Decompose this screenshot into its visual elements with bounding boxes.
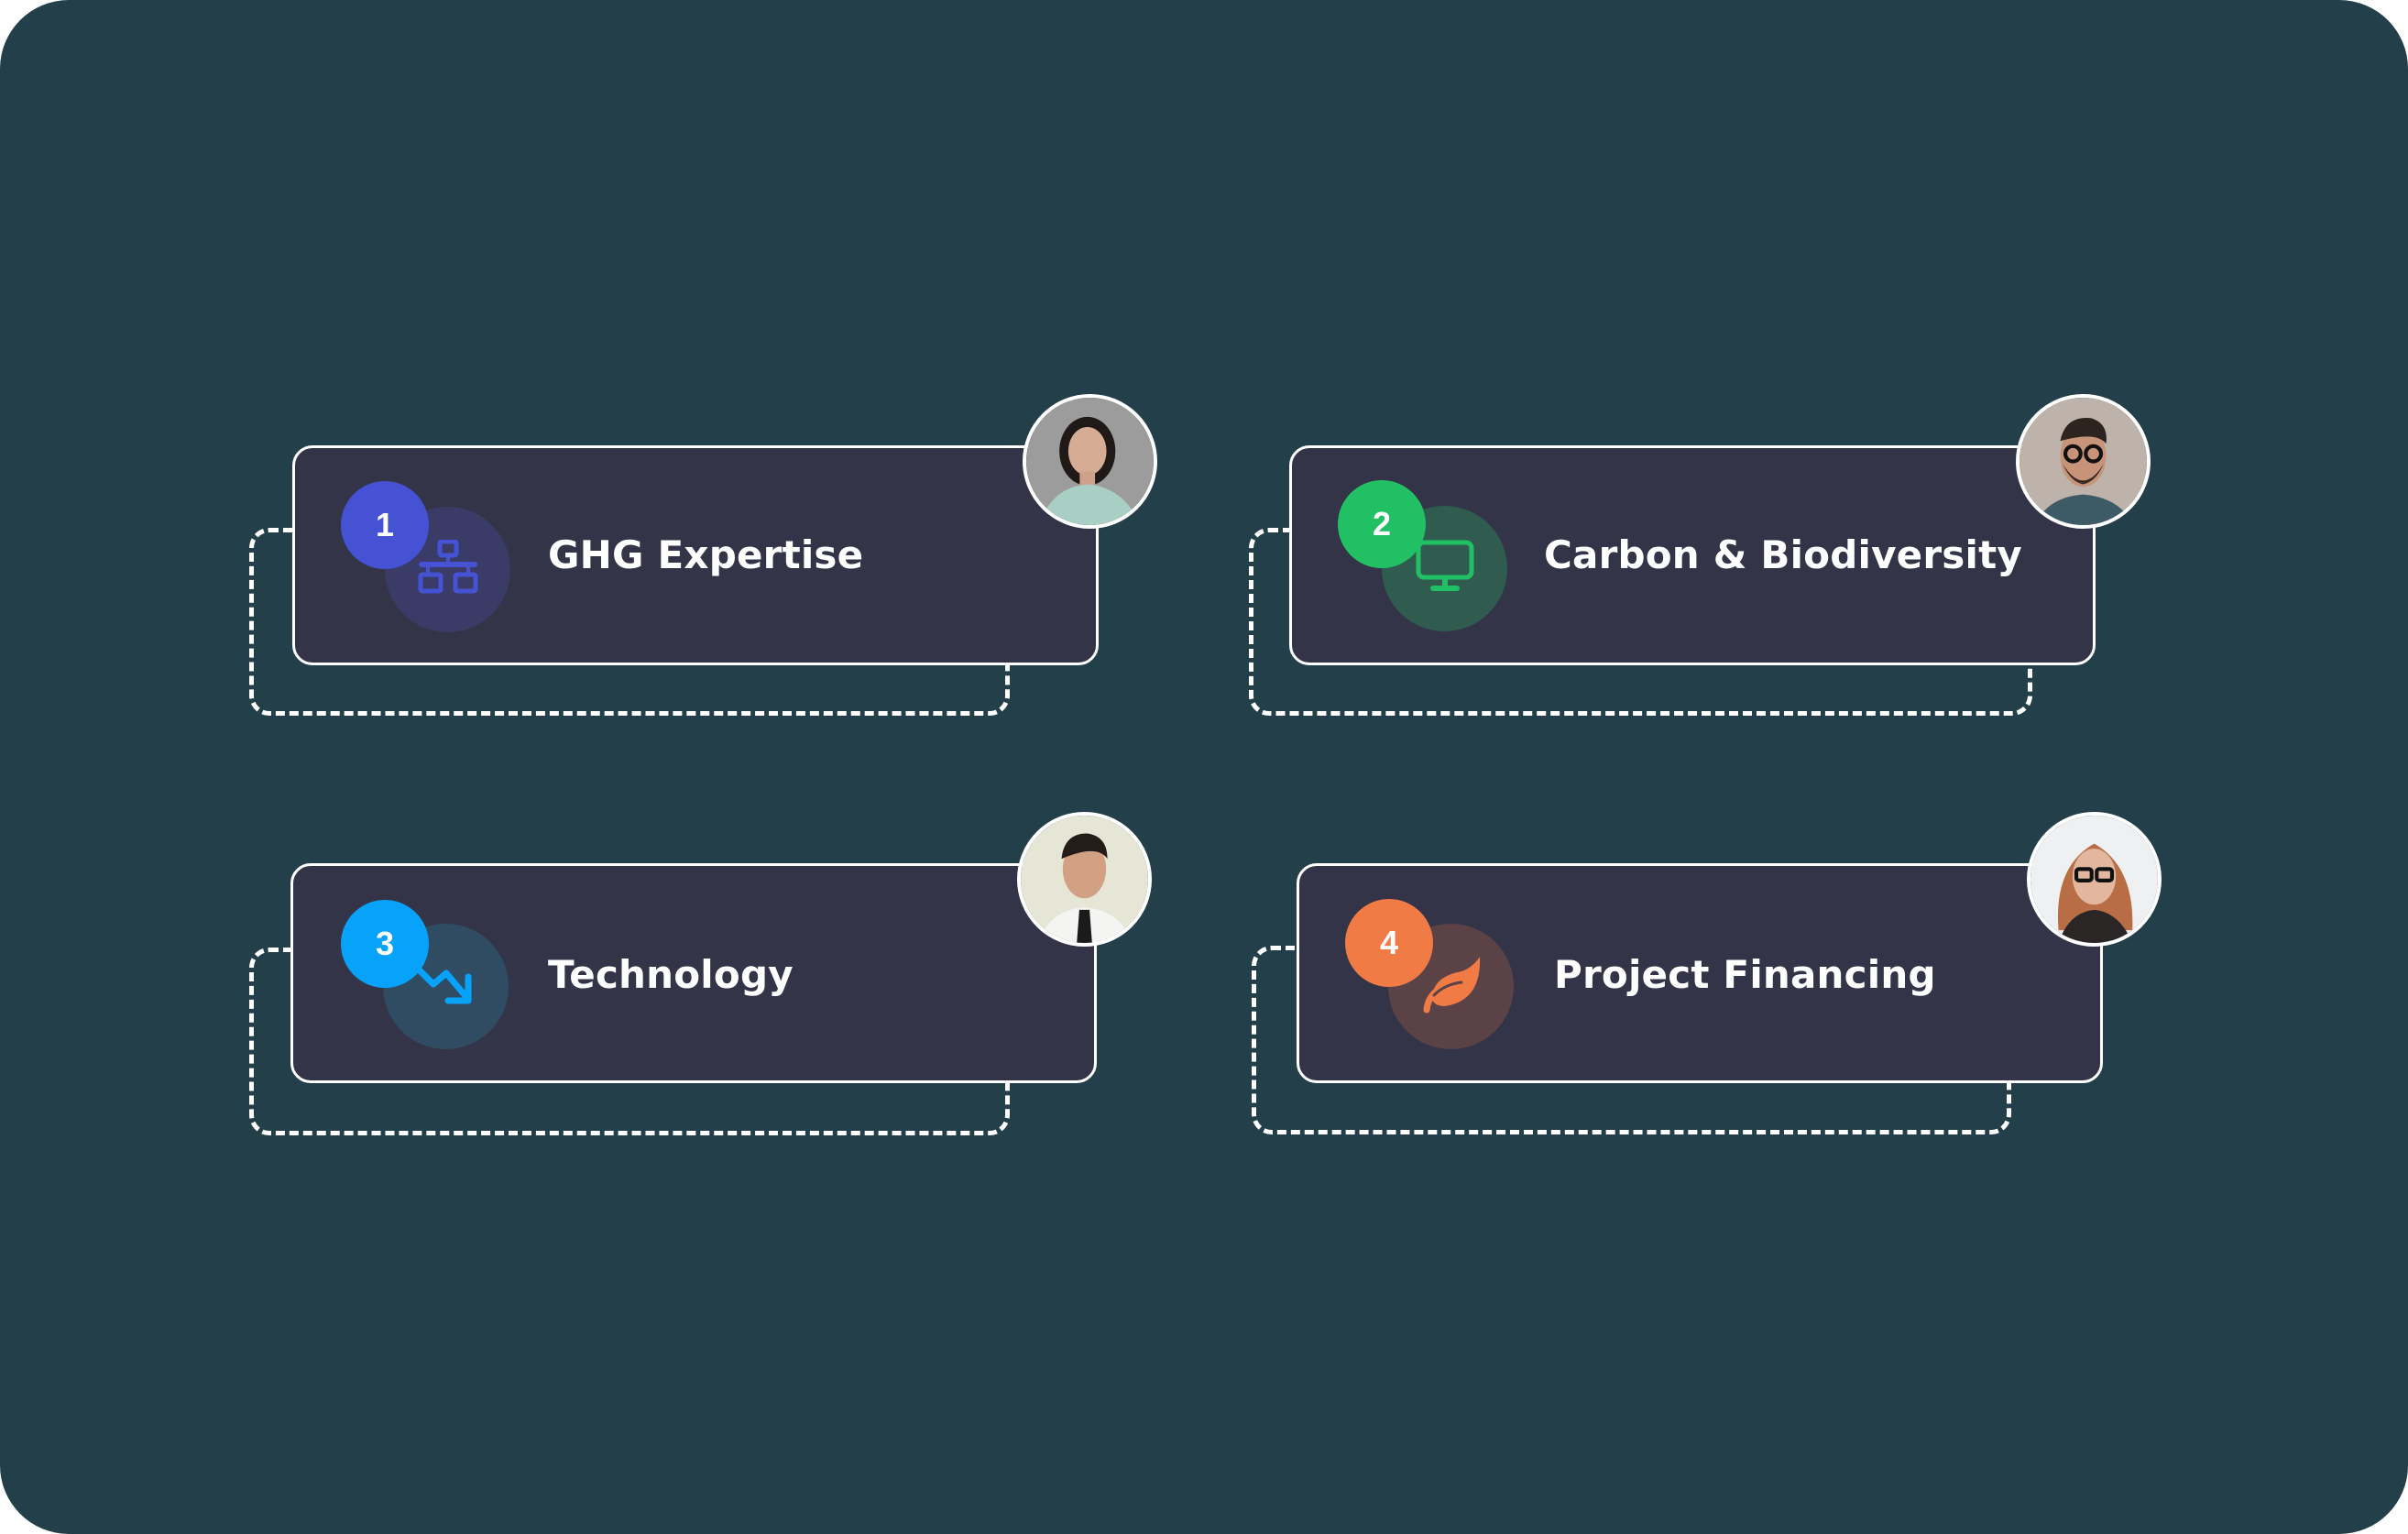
- card-technology[interactable]: 3 Technology: [290, 863, 1097, 1083]
- card-1-avatar[interactable]: [1023, 394, 1157, 529]
- card-3-avatar[interactable]: [1017, 812, 1152, 947]
- card-1-icon-circle: [385, 507, 510, 632]
- card-2-number-badge: 2: [1338, 480, 1426, 568]
- card-ghg-expertise[interactable]: 1 GHG Expertise: [292, 445, 1099, 665]
- woman-red-hair-glasses-avatar: [2030, 816, 2158, 943]
- card-carbon-biodiversity[interactable]: 2 Carbon & Biodiversity: [1289, 445, 2096, 665]
- card-4-number-badge: 4: [1345, 899, 1433, 987]
- card-3-number-badge: 3: [341, 900, 429, 988]
- man-glasses-beard-avatar: [2019, 398, 2147, 525]
- monitor-icon: [1416, 540, 1474, 597]
- card-1-title: GHG Expertise: [548, 532, 864, 577]
- card-1-number-badge: 1: [341, 481, 429, 569]
- network-icon: [417, 539, 479, 599]
- card-2-avatar[interactable]: [2016, 394, 2151, 529]
- trending-down-icon: [410, 960, 474, 1016]
- man-white-shirt-tie-avatar: [1021, 816, 1148, 943]
- card-4-title: Project Financing: [1554, 952, 1936, 997]
- card-4-avatar[interactable]: [2027, 812, 2162, 947]
- card-3-title: Technology: [548, 952, 794, 997]
- leaf-icon: [1419, 955, 1483, 1018]
- card-project-financing[interactable]: 4 Project Financing: [1297, 863, 2103, 1083]
- woman-short-dark-hair-avatar: [1026, 398, 1154, 525]
- card-2-title: Carbon & Biodiversity: [1544, 532, 2022, 577]
